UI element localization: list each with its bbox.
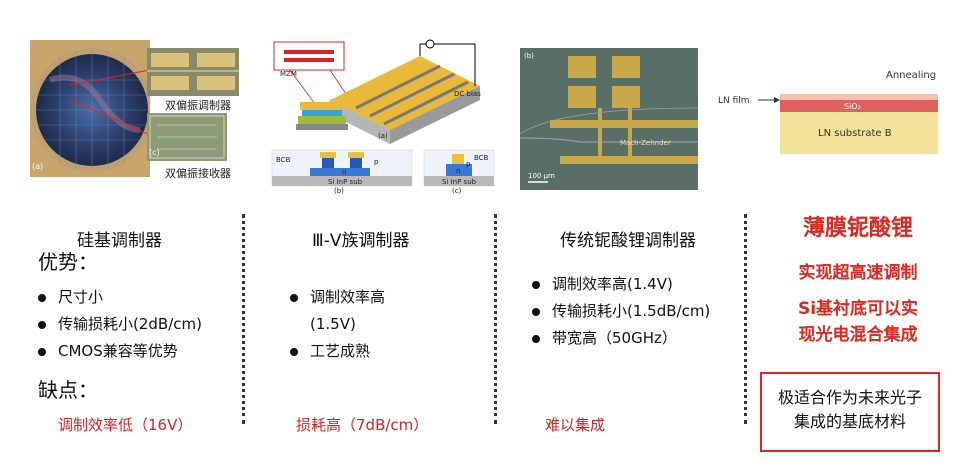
sub-label: Si InP sub [328, 178, 363, 186]
linbo3-micrograph: Mach-Zehnder 100 μm (b) [520, 48, 698, 190]
list-item: CMOS兼容等优势 [36, 338, 202, 365]
highlight-title: 薄膜铌酸锂 [802, 216, 913, 241]
list-item: 调制效率高(1.4V) [530, 271, 710, 298]
sub2-label: Si InP sub [442, 178, 477, 186]
list-item: 调制效率高 [288, 284, 385, 311]
column-divider [494, 214, 497, 424]
modulator-micrograph [147, 48, 239, 96]
p2-label: p [466, 160, 471, 168]
silicon-wafer-photo: (a) [30, 40, 150, 177]
list-item: 工艺成熟 [288, 338, 385, 365]
con-silicon: 调制效率低（16V） [58, 416, 193, 434]
iii-v-modulator-diagram: DC bias MZM (a) BCB p n Si InP sub BCB p… [270, 38, 498, 188]
panel-label-b-linbo3: (b) [524, 52, 534, 60]
n2-label: n [456, 167, 460, 175]
highlight-line-2a: Si基衬底可以实 [797, 299, 919, 319]
bcb-label: BCB [276, 156, 291, 164]
highlight-line-1: 实现超高速调制 [798, 263, 918, 283]
receiver-micrograph: (c) [147, 113, 227, 161]
panel-label-c: (c) [149, 148, 160, 157]
panel-label-c-iii-v: (c) [452, 187, 462, 195]
conclusion-box: 极适合作为未来光子 集成的基底材料 [760, 372, 940, 452]
substrate-label: LN substrate B [818, 128, 892, 139]
dc-bias-label: DC bias [454, 90, 481, 98]
con-linbo3: 难以集成 [545, 416, 606, 434]
list-item: 传输损耗小(1.5dB/cm) [530, 298, 710, 325]
p-label: p [374, 158, 379, 166]
caption-dual-pol-modulator: 双偏振调制器 [165, 99, 231, 112]
mach-zehnder-label: Mach-Zehnder [620, 139, 671, 147]
con-iii-v: 损耗高（7dB/cm） [296, 416, 429, 434]
column-title-silicon: 硅基调制器 [77, 231, 162, 251]
list-item: 尺寸小 [36, 284, 202, 311]
panel-label-b-iii-v: (b) [334, 187, 344, 195]
panel-label-a-iii-v: (a) [378, 132, 388, 140]
annealing-label: Annealing [886, 70, 936, 81]
pros-list-silicon: 尺寸小 传输损耗小(2dB/cm) CMOS兼容等优势 [36, 284, 202, 365]
list-item-continuation: (1.5V) [310, 315, 356, 333]
bcb2-label: BCB [474, 154, 489, 162]
mzm-label: MZM [280, 70, 297, 78]
column-divider [242, 214, 245, 424]
pros-list-iii-v: 调制效率高 (1.5V) 工艺成熟 [288, 284, 385, 365]
conclusion-line-2: 集成的基底材料 [793, 412, 906, 431]
highlight-line-2b: 现光电混合集成 [798, 325, 918, 345]
sio2-label: SiO₂ [844, 102, 861, 111]
scale-bar-label: 100 μm [528, 172, 555, 180]
column-divider [744, 214, 747, 424]
caption-dual-pol-receiver: 双偏振接收器 [165, 167, 231, 180]
conclusion-line-1: 极适合作为未来光子 [777, 388, 922, 407]
ln-film-label: LN film [718, 96, 750, 106]
list-item: 传输损耗小(2dB/cm) [36, 311, 202, 338]
pros-heading: 优势： [38, 250, 98, 274]
column-title-iii-v: Ⅲ-Ⅴ族调制器 [312, 231, 410, 251]
n-label: n [342, 168, 346, 176]
list-item: 带宽高（50GHz） [530, 325, 710, 352]
pros-list-linbo3: 调制效率高(1.4V) 传输损耗小(1.5dB/cm) 带宽高（50GHz） [530, 271, 710, 352]
thin-film-stack-diagram: Annealing LN film SiO₂ LN substrate B [716, 66, 962, 166]
cons-heading: 缺点： [38, 378, 98, 402]
panel-label-a: (a) [32, 162, 44, 171]
column-title-linbo3: 传统铌酸锂调制器 [560, 231, 696, 251]
